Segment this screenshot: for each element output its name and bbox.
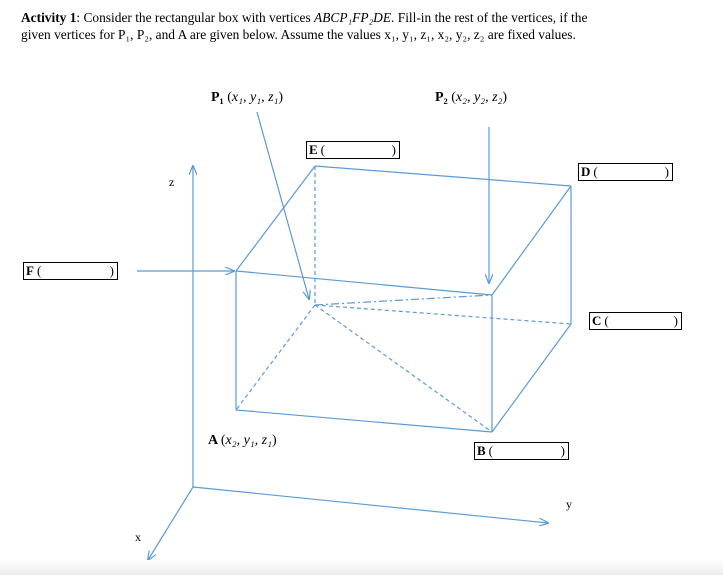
y-axis (192, 486, 548, 523)
vertex-e-input[interactable]: E() (306, 141, 400, 159)
p1-label: P₁ (x₁, y₁, z₁) (211, 90, 284, 105)
edge-back-top (314, 165, 572, 187)
vertex-d-input[interactable]: D() (578, 163, 673, 181)
dash-dot-line (314, 294, 493, 306)
p1-pointer-arrow (256, 111, 309, 299)
x-axis (148, 486, 194, 560)
z-axis-label: z (169, 175, 175, 189)
bottom-edge-shadow (0, 560, 723, 575)
edge-front-top (235, 270, 493, 296)
hidden-diagonal (314, 304, 493, 433)
activity-title: Activity 1 (21, 10, 77, 25)
instructions-line-1: Activity 1: Consider the rectangular box… (21, 10, 588, 25)
edge-left-top (235, 165, 316, 272)
p2-coordinates: x₂, y₂, z₂ (455, 90, 503, 105)
a-coordinates: x₂, y₁, z₁ (225, 433, 272, 448)
x-axis-label: x (135, 530, 141, 544)
edge-right-bottom (491, 323, 572, 433)
hidden-edge-left-bottom (235, 304, 316, 411)
a-label: A (x₂, y₁, z₁) (208, 433, 277, 448)
p2-label: P₂ (x₂, y₂, z₂) (435, 90, 508, 105)
hidden-edge-back-bottom (314, 304, 572, 325)
y-axis-label: y (566, 497, 572, 511)
vertex-c-input[interactable]: C() (589, 312, 682, 330)
vertex-list: ABCP₁FP₂DE (314, 10, 392, 25)
instructions-line-2: given vertices for P₁, P₂, and A are giv… (21, 27, 576, 42)
edge-front-bottom (235, 409, 493, 433)
vertex-f-input[interactable]: F() (23, 262, 118, 280)
vertex-b-input[interactable]: B() (474, 442, 569, 460)
instructions: Activity 1: Consider the rectangular box… (21, 9, 711, 43)
p1-coordinates: x₁, y₁, z₁ (231, 90, 279, 105)
edge-right-top (491, 185, 572, 296)
